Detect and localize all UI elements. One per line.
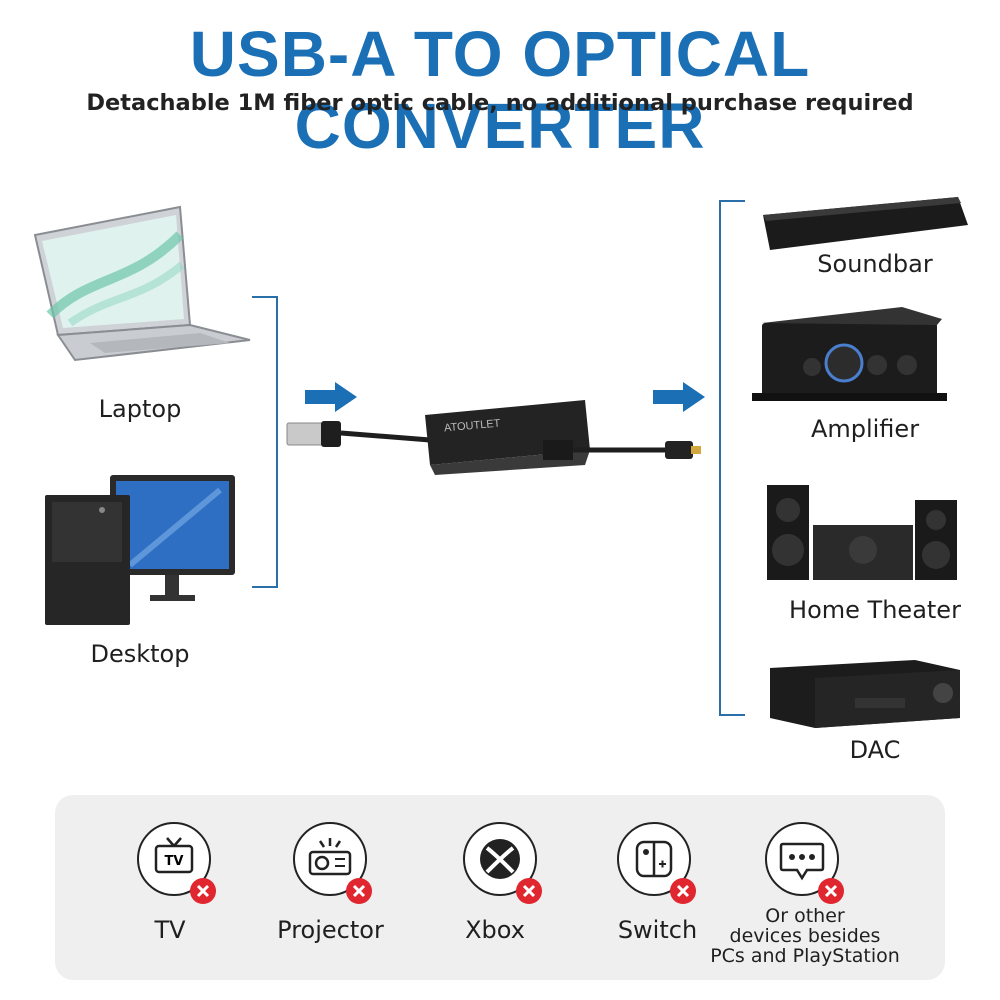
svg-text:TV: TV xyxy=(165,854,184,869)
output-bracket xyxy=(719,200,745,716)
output-label-amplifier: Amplifier xyxy=(810,415,920,443)
page-subtitle: Detachable 1M fiber optic cable, no addi… xyxy=(86,90,914,116)
source-label-desktop: Desktop xyxy=(90,640,190,668)
laptop-image xyxy=(33,205,251,362)
source-bracket xyxy=(252,296,278,588)
usb-to-optical-converter-image xyxy=(286,400,701,475)
output-label-dac: DAC xyxy=(849,736,901,764)
arrow-right-icon xyxy=(305,382,357,412)
unsupported-label-other: Or other devices besides PCs and PlaySta… xyxy=(710,905,900,967)
amplifier-image xyxy=(752,307,947,401)
arrow-right-icon xyxy=(653,382,705,412)
unsupported-label-switch: Switch xyxy=(617,916,698,944)
source-label-laptop: Laptop xyxy=(98,395,182,423)
home-theater-image xyxy=(767,485,957,580)
unsupported-label-projector: Projector xyxy=(277,916,384,944)
not-supported-icon xyxy=(190,878,216,904)
output-label-soundbar: Soundbar xyxy=(817,250,933,278)
unsupported-label-xbox: Xbox xyxy=(465,916,525,944)
unsupported-label-tv: TV xyxy=(154,916,186,944)
not-supported-icon xyxy=(346,878,372,904)
soundbar-image xyxy=(763,197,968,250)
page-title: USB-A TO OPTICAL CONVERTER xyxy=(189,18,811,162)
dac-image xyxy=(770,660,960,728)
output-label-home-theater: Home Theater xyxy=(789,596,961,624)
not-supported-icon xyxy=(516,878,542,904)
not-supported-icon xyxy=(818,878,844,904)
desktop-image xyxy=(45,475,235,625)
not-supported-icon xyxy=(670,878,696,904)
